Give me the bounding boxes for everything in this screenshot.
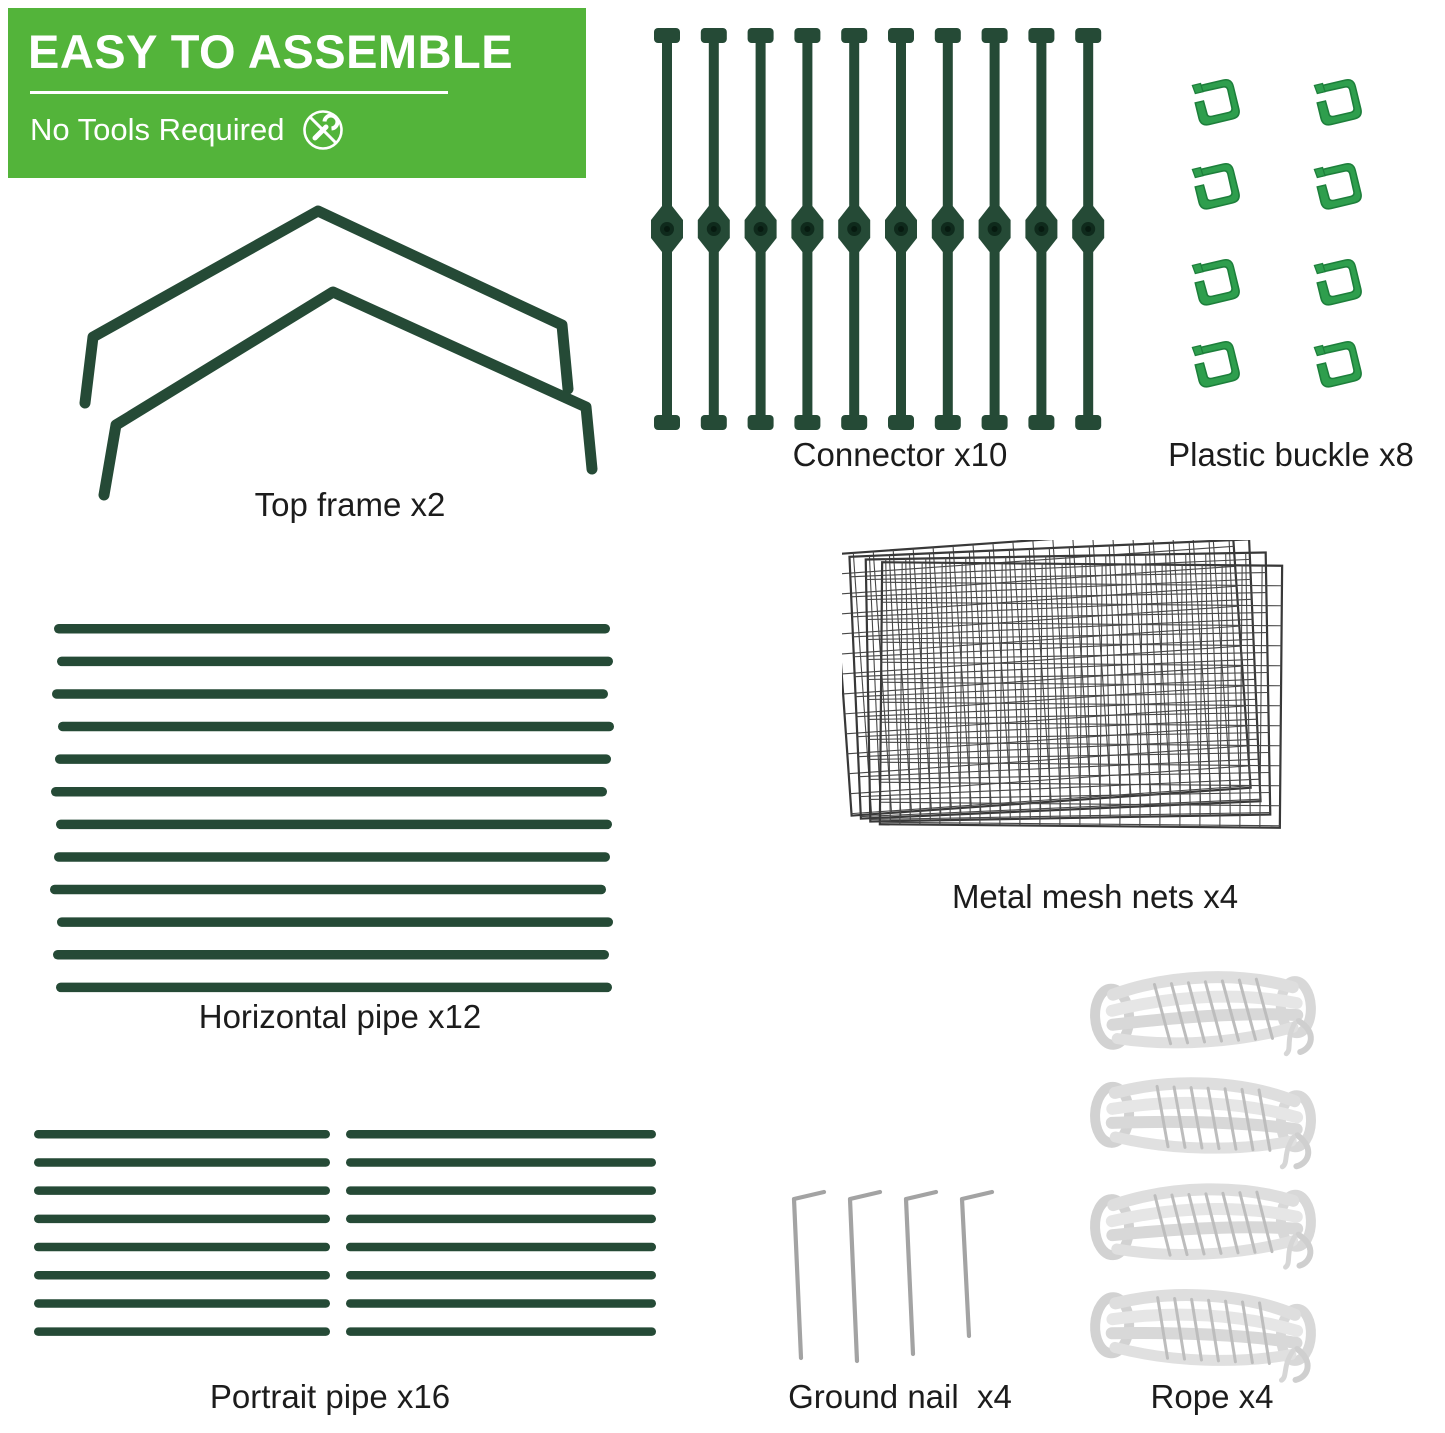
part-label-horizontal-pipe: Horizontal pipe x12 [198, 998, 482, 1035]
portrait-pipe-item [346, 1242, 656, 1252]
horizontal-pipe-item [57, 656, 613, 667]
metal-mesh-graphic [842, 540, 1284, 829]
connector-item [978, 28, 1011, 430]
rope-graphic [1078, 958, 1348, 1388]
connector-graphic [651, 28, 1105, 430]
mesh-sheet [864, 551, 1272, 823]
horizontal-pipe-item [50, 884, 606, 895]
portrait-pipe-item [34, 1158, 330, 1167]
rope-item [1076, 1060, 1330, 1178]
portrait-pipe-item [346, 1158, 656, 1167]
part-label-top-frame: Top frame x2 [254, 486, 446, 523]
rope-item [1075, 1270, 1330, 1392]
portrait-pipe-item [34, 1271, 330, 1280]
portrait-pipe-item [346, 1299, 656, 1308]
plastic-buckle-graphic [1188, 72, 1418, 402]
horizontal-pipe-item [58, 721, 614, 732]
portrait-pipe-item [346, 1327, 656, 1336]
horizontal-pipe-graphic [50, 624, 614, 993]
ground-nail-item [903, 1189, 939, 1357]
banner-subtitle-row: No Tools Required [30, 107, 586, 153]
portrait-pipe-item [346, 1186, 656, 1195]
connector-item [931, 28, 964, 430]
banner-title: EASY TO ASSEMBLE [28, 25, 514, 78]
portrait-pipe-item [34, 1186, 330, 1195]
rope-item [1075, 952, 1330, 1074]
horizontal-pipe-item [54, 852, 610, 862]
connector-item [791, 28, 824, 430]
connector-item [1025, 28, 1058, 430]
portrait-pipe-item [346, 1214, 656, 1224]
horizontal-pipe-item [51, 787, 607, 797]
ground-nail-item [847, 1189, 883, 1364]
mesh-sheet [848, 540, 1262, 820]
top-frame-item [98, 286, 598, 501]
portrait-pipe-item [34, 1214, 330, 1224]
banner-divider [30, 91, 448, 94]
portrait-pipe-item [346, 1271, 656, 1280]
horizontal-pipe-item [55, 754, 611, 764]
mesh-sheet [878, 561, 1284, 829]
buckle-item [1188, 162, 1240, 210]
horizontal-pipe-item [53, 950, 609, 960]
part-label-ground-nail: Ground nail x4 [788, 1378, 1012, 1415]
buckle-item [1188, 340, 1240, 388]
no-tools-text: No Tools Required [30, 112, 285, 147]
portrait-pipe-item [34, 1327, 330, 1336]
part-label-portrait-pipe: Portrait pipe x16 [209, 1378, 451, 1415]
top-frame-item [79, 205, 574, 409]
connector-item [651, 28, 683, 430]
horizontal-pipe-item [56, 819, 612, 830]
ground-nail-graphic [791, 1189, 995, 1364]
connector-item [697, 28, 730, 430]
connector-item [838, 28, 871, 430]
horizontal-pipe-item [56, 982, 612, 993]
buckle-item [1310, 258, 1362, 306]
connector-item [1072, 28, 1105, 430]
buckle-item [1188, 78, 1240, 126]
part-label-rope: Rope x4 [1150, 1378, 1274, 1415]
connector-item [744, 28, 777, 430]
part-label-metal-mesh: Metal mesh nets x4 [951, 878, 1239, 915]
portrait-pipe-item [34, 1242, 330, 1252]
part-label-connector: Connector x10 [792, 436, 1008, 473]
portrait-pipe-graphic [34, 1130, 656, 1336]
buckle-item [1310, 78, 1362, 126]
ground-nail-item [791, 1189, 827, 1361]
horizontal-pipe-item [52, 689, 608, 699]
ground-nail-item [959, 1189, 995, 1339]
top-frame-graphic [79, 205, 598, 501]
easy-assemble-banner: EASY TO ASSEMBLE No Tools Required [8, 8, 586, 178]
buckle-item [1310, 162, 1362, 210]
buckle-item [1310, 340, 1362, 388]
crossed-wrench-icon [303, 110, 344, 150]
buckle-item [1188, 258, 1240, 306]
portrait-pipe-item [346, 1130, 656, 1139]
portrait-pipe-item [34, 1299, 330, 1308]
part-label-plastic-buckle: Plastic buckle x8 [1168, 436, 1414, 473]
rope-item [1076, 1166, 1330, 1284]
horizontal-pipe-item [54, 624, 610, 634]
horizontal-pipe-item [57, 917, 613, 927]
portrait-pipe-item [34, 1130, 330, 1139]
connector-item [885, 28, 917, 430]
